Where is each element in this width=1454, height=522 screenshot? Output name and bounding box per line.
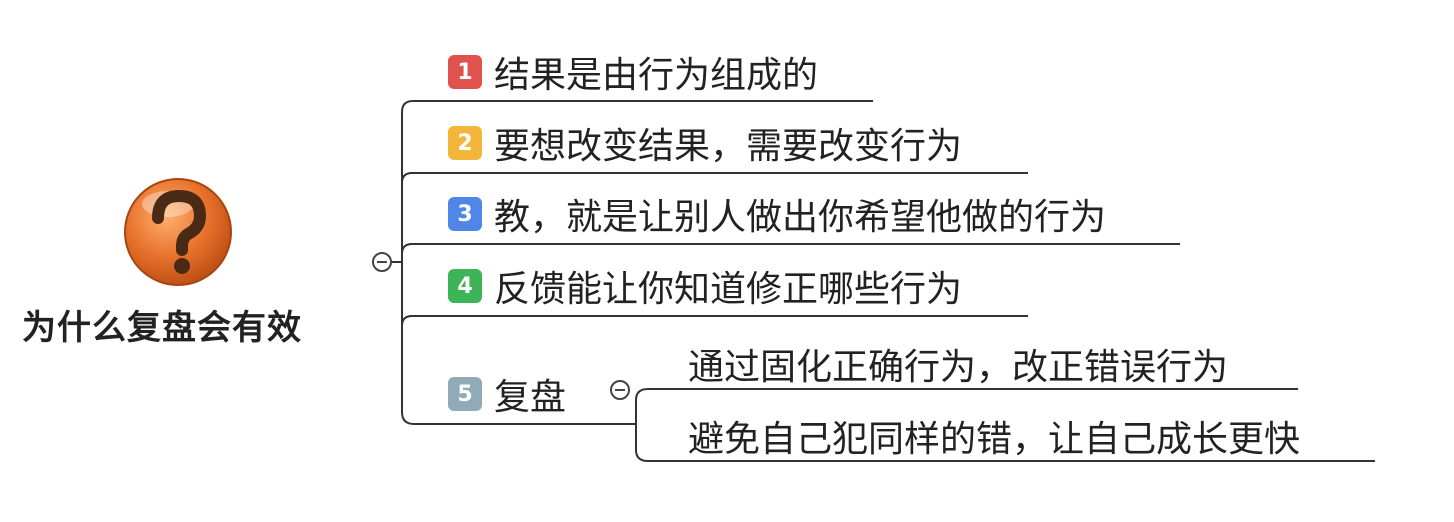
branch-label-1: 结果是由行为组成的 xyxy=(494,55,819,96)
branch-3[interactable]: 3 教，就是让别人做出你希望他做的行为 xyxy=(448,192,1106,238)
branch-badge-5: 5 xyxy=(448,377,482,411)
branch-5-child-2[interactable]: 避免自己犯同样的错，让自己成长更快 xyxy=(688,419,1301,460)
branch-badge-3: 3 xyxy=(448,197,482,231)
root-collapse-toggle[interactable] xyxy=(372,252,392,272)
branch-badge-4: 4 xyxy=(448,269,482,303)
root-topic-title[interactable]: 为什么复盘会有效 xyxy=(22,308,302,348)
branch-label-3: 教，就是让别人做出你希望他做的行为 xyxy=(494,197,1107,238)
branch-badge-1: 1 xyxy=(448,55,482,89)
branch-5-child-1[interactable]: 通过固化正确行为，改正错误行为 xyxy=(688,347,1229,388)
branch-1[interactable]: 1 结果是由行为组成的 xyxy=(448,50,818,96)
branch-label-4: 反馈能让你知道修正哪些行为 xyxy=(494,269,963,310)
branch-label-5: 复盘 xyxy=(494,377,567,418)
branch-2[interactable]: 2 要想改变结果，需要改变行为 xyxy=(448,121,962,167)
branch-5-collapse-toggle[interactable] xyxy=(610,380,630,400)
branch-badge-2: 2 xyxy=(448,126,482,160)
branch-4[interactable]: 4 反馈能让你知道修正哪些行为 xyxy=(448,264,962,310)
branch-5[interactable]: 5 复盘 xyxy=(448,372,566,418)
question-mark-icon xyxy=(124,178,232,286)
branch-label-2: 要想改变结果，需要改变行为 xyxy=(494,126,963,167)
